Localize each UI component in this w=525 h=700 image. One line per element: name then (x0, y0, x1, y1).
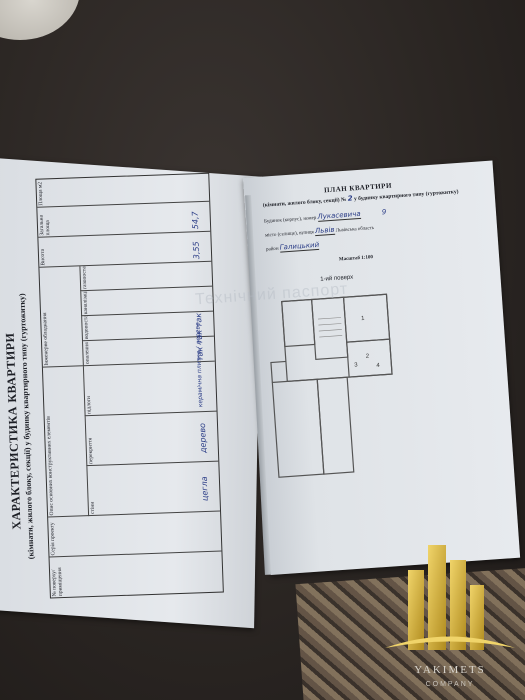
room-2-label: 2 (366, 354, 370, 360)
address-value-1: Лукасевича (317, 209, 361, 222)
header-sewer: каналізація (80, 286, 214, 317)
region-label: область (357, 225, 375, 233)
plan-subtitle-number: 2 (347, 194, 353, 203)
address-label-2: місто (селище), вулиця (264, 230, 314, 239)
apartment-plan-page: ПЛАН КВАРТИРИ (кімнати, жилого блоку, се… (243, 161, 520, 575)
characteristics-table: № поверху/приміщення Серія проекту Опис … (35, 172, 224, 599)
address-line-2: місто (селище), вулиця Львів Львівська о… (265, 223, 375, 240)
room-4-label: 4 (376, 363, 380, 369)
plan-scale: Масштаб 1:100 (338, 255, 374, 263)
handwritten-partitions: дерево (197, 422, 208, 454)
address-number: 9 (381, 208, 387, 217)
characteristics-sheet: ХАРАКТЕРИСТИКА КВАРТИРИ (кімнати, жилого… (0, 172, 238, 600)
brand-name: YAKIMETS (414, 664, 486, 676)
header-height: Висота (38, 231, 212, 268)
handwritten-engineering: так так так (194, 312, 205, 362)
address-line-3: район Галицький (265, 240, 320, 254)
header-gas: газопостачання (79, 261, 213, 292)
header-description: Опис основних конструктивних елементів (42, 366, 89, 518)
handwritten-height: 3,55 (191, 241, 202, 260)
handwritten-walls: цегла (199, 476, 210, 502)
room-1-label: 1 (361, 316, 365, 322)
plan-subtitle-prefix: (кімнати, жилого блоку, секції) № (262, 196, 347, 209)
floor-plan-drawing: 1 2 3 4 (270, 293, 393, 478)
header-area: Площа м2 (36, 173, 210, 208)
header-total-area: Загальна площа (37, 201, 211, 238)
brand-logo-icon (385, 545, 515, 650)
address-value-2: Львів (314, 225, 335, 237)
district-label: район (265, 246, 279, 253)
room-3-label: 3 (354, 362, 358, 368)
header-series: Серія проекту (48, 511, 222, 558)
header-floor: № поверху/приміщення (50, 567, 64, 597)
address-label-1: Будинок (корпус), номер (263, 215, 317, 225)
district-value: Галицький (279, 240, 320, 253)
header-engineering: Інженерне обладнання (39, 266, 83, 368)
region-value: Львівська (335, 227, 357, 234)
handwritten-area: 54,7 (190, 211, 201, 230)
brand-sub: COMPANY (425, 681, 475, 688)
